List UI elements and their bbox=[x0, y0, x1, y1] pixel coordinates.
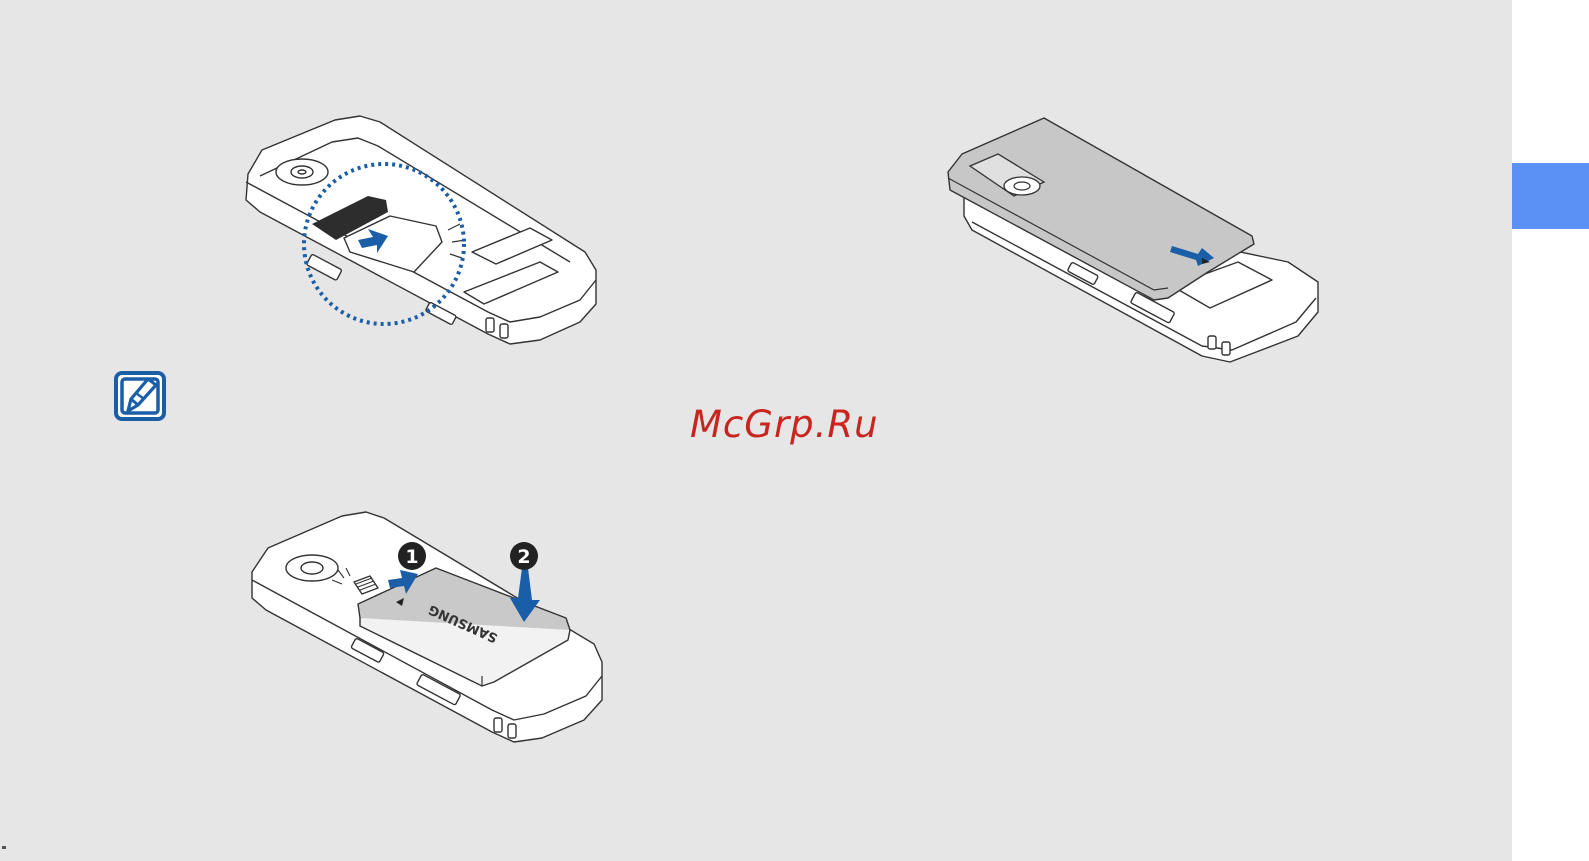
battery-insert-illustration: SAMSUNG 1 2 bbox=[246, 506, 608, 746]
watermark-text: McGrp.Ru bbox=[690, 403, 879, 446]
page-corner-mark bbox=[2, 846, 6, 849]
back-cover-illustration bbox=[940, 112, 1320, 366]
manual-page: SAMSUNG 1 2 McGrp.Ru bbox=[0, 0, 1512, 861]
chapter-side-tab bbox=[1512, 163, 1589, 229]
sim-card-insert-illustration bbox=[240, 112, 610, 352]
step-1-number: 1 bbox=[405, 546, 418, 568]
note-pencil-icon bbox=[114, 371, 166, 421]
step-2-number: 2 bbox=[517, 546, 530, 568]
